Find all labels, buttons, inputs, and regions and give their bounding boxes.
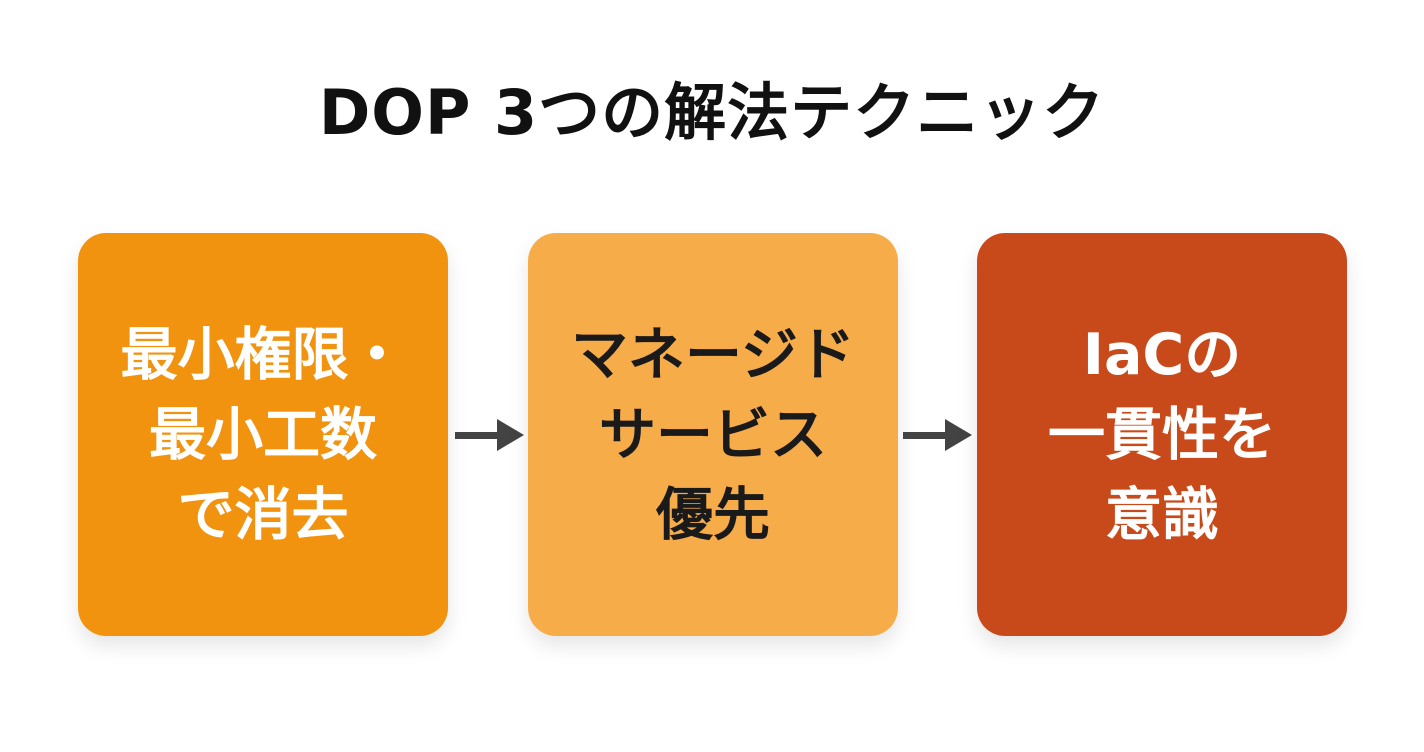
step-box-iac-consistency: IaCの 一貫性を 意識 — [977, 233, 1347, 636]
diagram-title: DOP 3つの解法テクニック — [318, 76, 1106, 149]
flow-arrow-icon — [903, 419, 972, 451]
step-text-line: 優先 — [656, 481, 770, 548]
step-text-line: IaCの — [1082, 321, 1242, 388]
arrow-shaft — [455, 431, 497, 439]
step-text-line: 最小権限・ — [120, 321, 406, 388]
step-text-line: 一貫性を — [1048, 401, 1276, 468]
step-box-least-privilege: 最小権限・ 最小工数 で消去 — [78, 233, 448, 636]
step-text-line: で消去 — [177, 481, 349, 548]
step-box-managed-service: マネージド サービス 優先 — [528, 233, 898, 636]
flow-arrow-icon — [455, 419, 524, 451]
step-text-line: マネージド — [571, 321, 855, 388]
step-text-line: サービス — [599, 401, 827, 468]
arrow-shaft — [903, 431, 945, 439]
step-text-line: 意識 — [1105, 481, 1219, 548]
arrow-head — [497, 419, 524, 451]
arrow-head — [945, 419, 972, 451]
step-text-line: 最小工数 — [149, 401, 377, 468]
